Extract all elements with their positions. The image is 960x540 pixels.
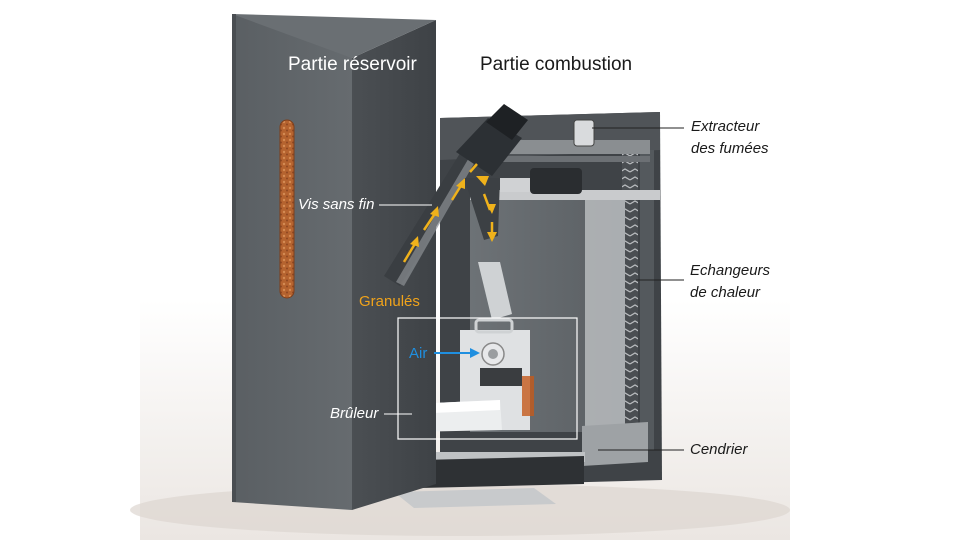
screw-motor-cap (486, 104, 528, 140)
extracteur-line-2: des fumées (691, 140, 769, 157)
air-arrow-head (470, 348, 480, 358)
chamber-top-edge (470, 190, 660, 200)
extractor-fan (530, 168, 582, 194)
air-fan-center (488, 349, 498, 359)
extracteur-label: Extracteur des fumées (691, 116, 769, 160)
granules-label: Granulés (359, 293, 420, 310)
pellet-window (279, 119, 295, 299)
screw-conveyor-highlight (396, 156, 476, 286)
heat-exchanger-coils (622, 150, 638, 430)
ash-rail (395, 452, 585, 462)
top-rail (500, 140, 650, 154)
vis-label: Vis sans fin (298, 196, 375, 213)
cendrier-label: Cendrier (690, 441, 748, 458)
heat-exchanger-side (640, 150, 654, 450)
pellet-flow-arrows (402, 163, 497, 263)
extractor-base (500, 178, 530, 192)
bruleur-label: Brûleur (330, 405, 379, 422)
floor-plate (394, 488, 556, 508)
reservoir-title: Partie réservoir (288, 54, 417, 75)
burner-handle (474, 318, 514, 334)
burner-flame (522, 376, 534, 416)
burner-frame (397, 317, 578, 440)
ash-drawer (582, 422, 648, 466)
air-label: Air (409, 345, 428, 362)
echangeurs-label: Echangeurs de chaleur (690, 260, 770, 304)
extracteur-line-1: Extracteur (691, 118, 760, 135)
chamber-right-wall (585, 196, 625, 432)
tank-edge (232, 14, 236, 502)
ash-tray-base (420, 456, 584, 488)
feed-chute (478, 262, 512, 320)
burner-control (480, 368, 522, 386)
echangeurs-line-2: de chaleur (690, 284, 761, 301)
echangeurs-line-1: Echangeurs (690, 262, 771, 279)
combustion-title: Partie combustion (480, 54, 633, 75)
extractor-motor (573, 119, 595, 147)
top-rail-2 (500, 156, 650, 162)
